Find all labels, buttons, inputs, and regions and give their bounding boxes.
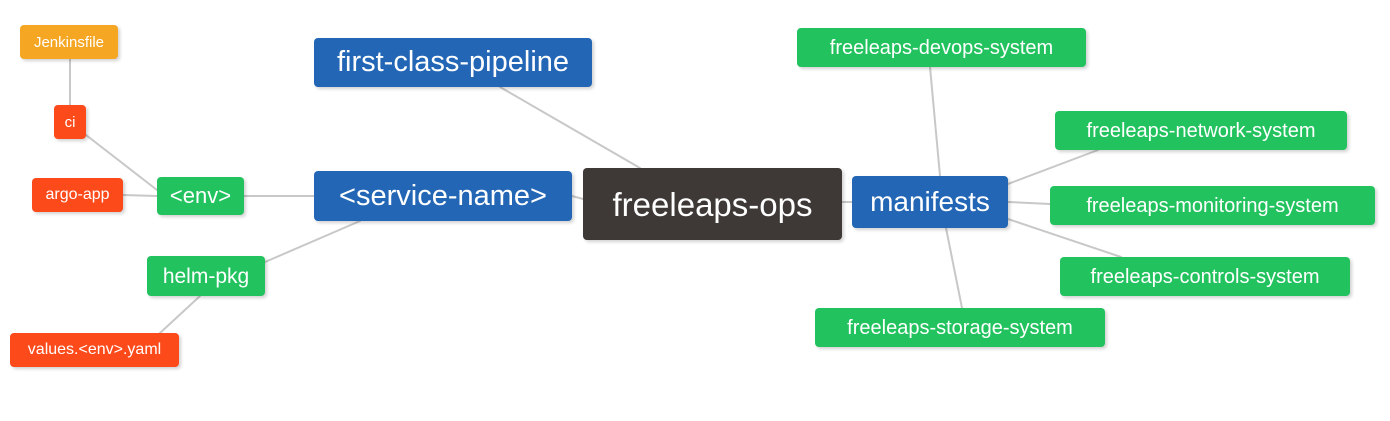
node-helm-pkg[interactable]: helm-pkg [147,256,265,296]
node-freeleaps-storage-system[interactable]: freeleaps-storage-system [815,308,1105,347]
node-freeleaps-devops-system[interactable]: freeleaps-devops-system [797,28,1086,67]
node-jenkinsfile[interactable]: Jenkinsfile [20,25,118,59]
node-label-freeleaps-devops-system: freeleaps-devops-system [829,36,1054,59]
node-label-ci: ci [64,113,76,131]
node-freeleaps-monitoring-system[interactable]: freeleaps-monitoring-system [1050,186,1375,225]
node-label-jenkinsfile: Jenkinsfile [33,33,105,51]
edge-first-class-pipeline-to-freeleaps-ops [499,86,641,169]
node-manifests[interactable]: manifests [852,176,1008,228]
node-ci[interactable]: ci [54,105,86,139]
node-freeleaps-controls-system[interactable]: freeleaps-controls-system [1060,257,1350,296]
edge-helm-pkg-to-service-name [264,220,361,263]
edge-manifests-to-freeleaps-storage-system [945,227,963,309]
node-label-freeleaps-network-system: freeleaps-network-system [1086,119,1316,142]
node-label-helm-pkg: helm-pkg [162,264,250,288]
node-label-freeleaps-ops: freeleaps-ops [612,185,813,223]
node-label-values-yaml: values.<env>.yaml [27,341,162,358]
node-label-freeleaps-storage-system: freeleaps-storage-system [847,316,1073,339]
node-freeleaps-network-system[interactable]: freeleaps-network-system [1055,111,1347,150]
node-env[interactable]: <env> [157,177,244,215]
node-label-manifests: manifests [870,186,990,217]
node-label-argo-app: argo-app [45,186,110,203]
node-label-env: <env> [169,183,232,208]
edge-manifests-to-freeleaps-monitoring-system [1007,201,1051,205]
edge-values-yaml-to-helm-pkg [159,295,201,334]
node-label-service-name: <service-name> [339,179,547,212]
node-service-name[interactable]: <service-name> [314,171,572,221]
node-argo-app[interactable]: argo-app [32,178,123,212]
edge-service-name-to-freeleaps-ops [571,195,584,200]
edge-manifests-to-freeleaps-devops-system [929,66,941,177]
edge-argo-app-to-env [122,194,158,197]
node-label-first-class-pipeline: first-class-pipeline [336,46,570,78]
edge-manifests-to-freeleaps-network-system [1007,149,1099,185]
node-label-freeleaps-controls-system: freeleaps-controls-system [1090,265,1320,288]
node-freeleaps-ops[interactable]: freeleaps-ops [583,168,842,240]
node-values-yaml[interactable]: values.<env>.yaml [10,333,179,367]
node-first-class-pipeline[interactable]: first-class-pipeline [314,38,592,87]
node-label-freeleaps-monitoring-system: freeleaps-monitoring-system [1086,194,1339,217]
